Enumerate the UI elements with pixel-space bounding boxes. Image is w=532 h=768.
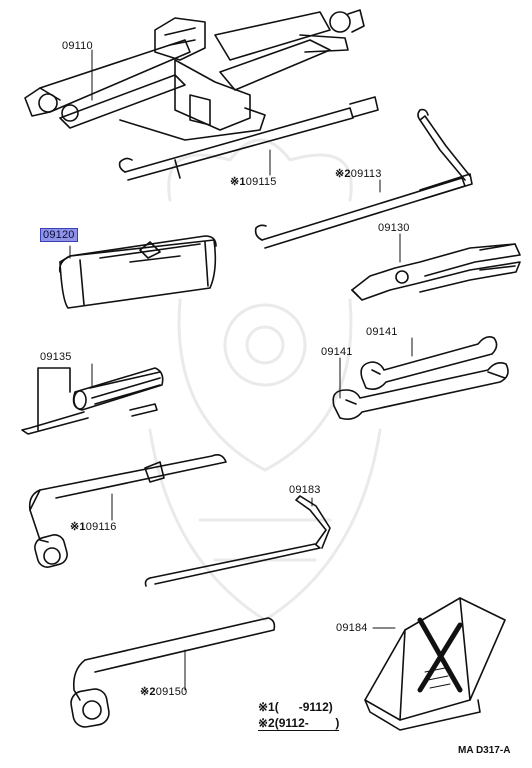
wheel-chock <box>364 597 506 731</box>
label-handle-extension: ※209113 <box>335 168 382 180</box>
part-number: 09113 <box>350 168 382 180</box>
screwdriver <box>21 367 164 435</box>
note-2: ※2(9112- ) <box>258 716 340 731</box>
jack-handle <box>118 96 379 181</box>
note-mark: ※2 <box>258 716 275 730</box>
watermark-emblem <box>148 138 382 622</box>
rod <box>144 495 331 587</box>
part-number: 09115 <box>245 176 277 188</box>
label-tool-bag[interactable]: 09120 <box>40 228 78 242</box>
part-number: 09116 <box>85 521 117 533</box>
wrench-small <box>360 336 498 390</box>
note-text: ( -9112) <box>274 700 333 714</box>
label-lug-wrench: ※209150 <box>140 686 187 698</box>
label-screwdriver: 09135 <box>40 351 72 363</box>
scissor-jack <box>24 9 365 141</box>
label-lug-wrench-small: ※109116 <box>70 521 117 533</box>
label-wheel-chock: 09184 <box>336 622 368 634</box>
note-mark: ※1 <box>258 700 275 714</box>
mark: ※1 <box>70 521 86 533</box>
mark: ※2 <box>335 168 351 180</box>
wrench-large <box>332 362 509 420</box>
label-jack: 09110 <box>62 40 93 52</box>
figure-code: MA D317-A <box>458 745 511 756</box>
mark: ※1 <box>230 176 246 188</box>
label-rod: 09183 <box>289 484 321 496</box>
handle-extension <box>254 108 473 249</box>
label-jack-handle: ※109115 <box>230 176 277 188</box>
leader-lines <box>69 49 413 691</box>
mark: ※2 <box>140 686 156 698</box>
label-wrench-small: 09141 <box>366 326 398 338</box>
lug-wrench <box>70 617 276 728</box>
pliers <box>351 243 521 301</box>
note-1: ※1( -9112) <box>258 700 333 714</box>
label-wrench-large: 09141 <box>321 346 353 358</box>
label-pliers: 09130 <box>378 222 410 234</box>
lug-wrench-small <box>28 454 227 568</box>
part-number: 09150 <box>155 686 188 698</box>
note-text: (9112- ) <box>274 716 340 730</box>
tool-bag <box>58 235 217 309</box>
